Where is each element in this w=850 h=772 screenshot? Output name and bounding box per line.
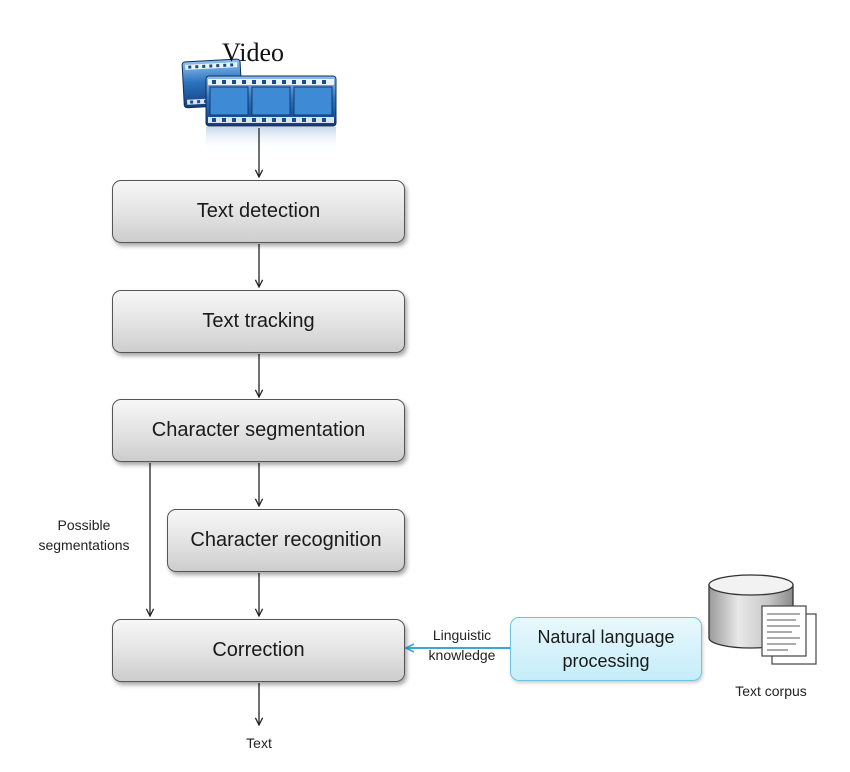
character-segmentation-box: Character segmentation: [112, 399, 405, 462]
text-corpus-label: Text corpus: [735, 683, 807, 699]
possible-segmentations-line2: segmentations: [38, 537, 130, 553]
character-recognition-box: Character recognition: [167, 509, 405, 572]
possible-segmentations-label: Possible segmentations: [20, 515, 148, 555]
correction-box: Correction: [112, 619, 405, 682]
output-text-label: Text: [246, 735, 272, 751]
linguistic-knowledge-label: Linguistic knowledge: [416, 625, 508, 665]
video-label: Video: [222, 38, 284, 67]
film-strip-icon: [181, 58, 337, 151]
document-icon: [761, 605, 817, 665]
possible-segmentations-line1: Possible: [57, 517, 111, 533]
text-tracking-box: Text tracking: [112, 290, 405, 353]
linguistic-knowledge-line1: Linguistic: [432, 627, 492, 643]
nlp-line1: Natural language: [537, 627, 675, 647]
text-detection-box: Text detection: [112, 180, 405, 243]
nlp-line2: processing: [562, 651, 650, 671]
linguistic-knowledge-line2: knowledge: [428, 647, 496, 663]
natural-language-processing-box: Natural language processing: [510, 617, 702, 681]
